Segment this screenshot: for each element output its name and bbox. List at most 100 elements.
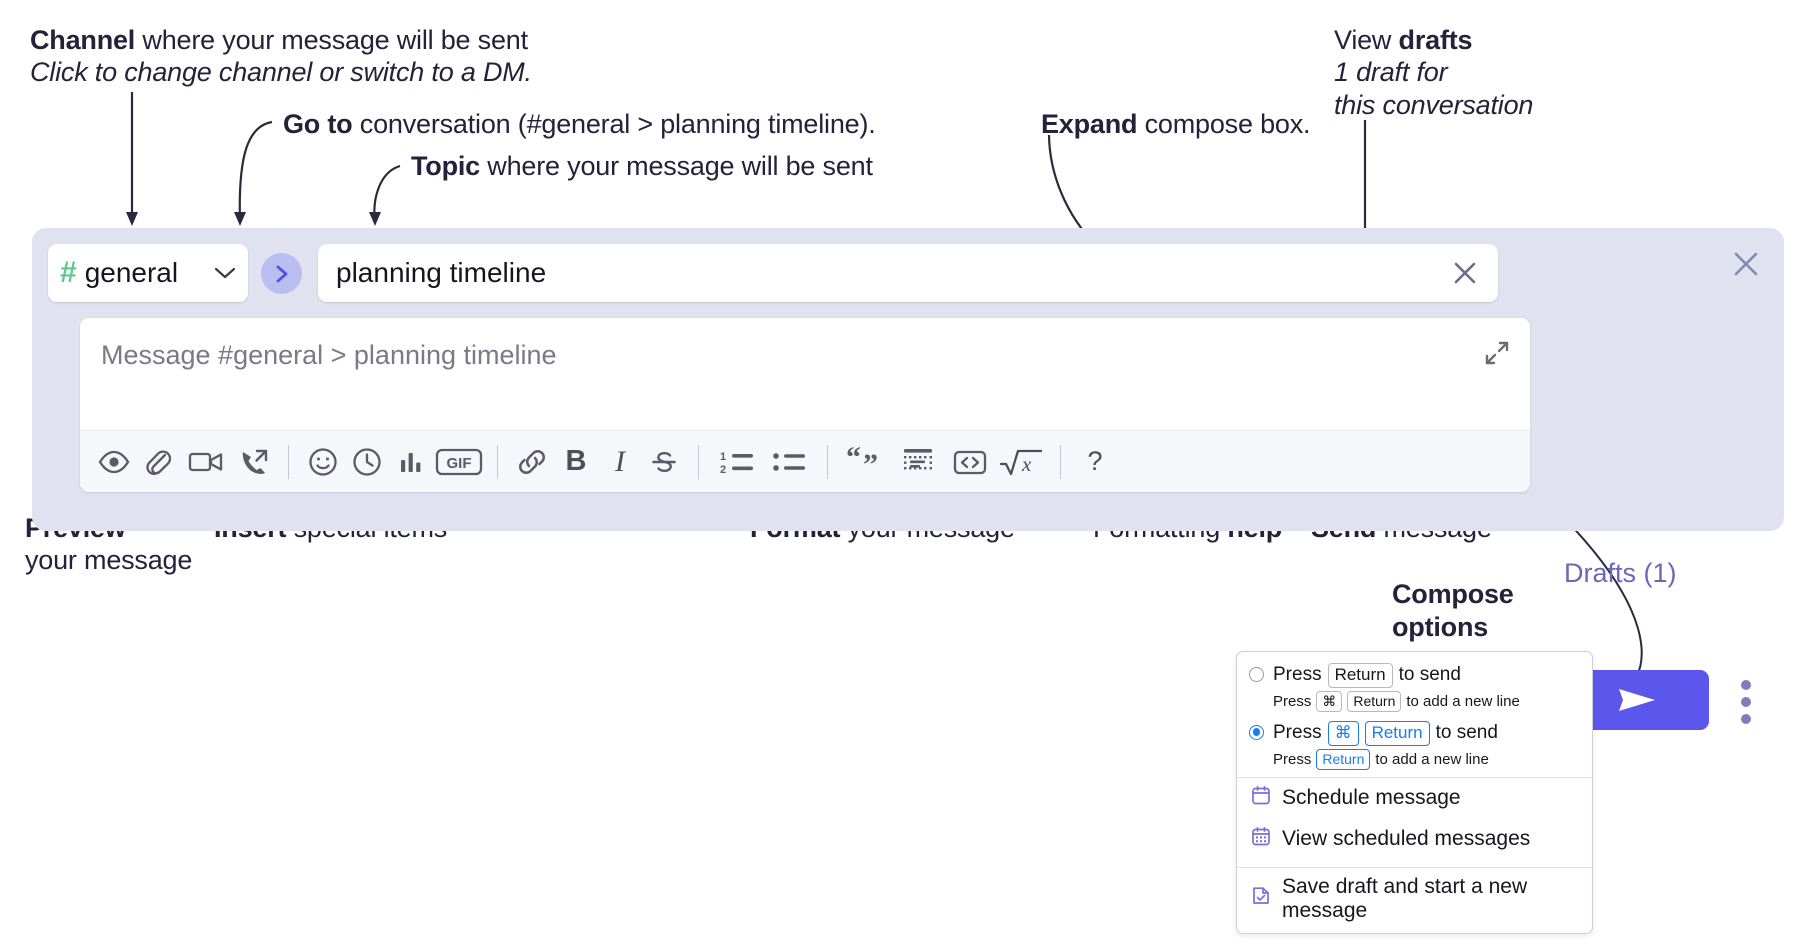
annotation-drafts: View drafts 1 draft for this conversatio… xyxy=(1334,24,1533,121)
goto-conversation-button[interactable] xyxy=(261,253,302,294)
option2-sub-pre: Press xyxy=(1273,750,1312,768)
message-placeholder: Message #general > planning timeline xyxy=(101,340,557,370)
phone-forward-icon[interactable] xyxy=(232,440,276,484)
leader-goto xyxy=(238,120,273,223)
clear-topic-icon[interactable] xyxy=(1450,258,1480,288)
compose-header-row: # general planning timeline xyxy=(48,244,1498,302)
menu-option-cmd-return-to-send[interactable]: Press ⌘ Return to send xyxy=(1237,716,1592,746)
hash-icon: # xyxy=(60,256,77,289)
menu-item-label: Schedule message xyxy=(1282,786,1461,810)
clock-icon[interactable] xyxy=(345,440,389,484)
topic-value: planning timeline xyxy=(336,257,547,288)
channel-selector-button[interactable]: # general xyxy=(48,244,248,302)
kebab-dot xyxy=(1741,680,1751,690)
calendar-icon xyxy=(1251,785,1271,812)
option2-sub-key: Return xyxy=(1316,748,1371,770)
compose-box: # general planning timeline Message #gen… xyxy=(32,228,1784,730)
radio-unselected-icon[interactable] xyxy=(1249,667,1264,682)
channel-name-label: general xyxy=(84,257,179,288)
math-icon[interactable]: x xyxy=(996,440,1048,484)
menu-option1-subline: Press ⌘ Return to add a new line xyxy=(1237,690,1592,712)
emoji-icon[interactable] xyxy=(301,440,345,484)
annotation-preview-sub: your message xyxy=(25,545,193,576)
italic-icon[interactable]: I xyxy=(615,444,625,478)
annotation-channel-rest: where your message will be sent xyxy=(135,25,528,55)
annotation-channel-sub: Click to change channel or switch to a D… xyxy=(30,57,532,88)
calendar-grid-icon xyxy=(1251,826,1271,853)
menu-item-schedule-message[interactable]: Schedule message xyxy=(1237,778,1592,819)
toolbar-divider xyxy=(827,444,828,479)
annotation-compose-bold2: options xyxy=(1392,611,1489,642)
option1-pre: Press xyxy=(1273,664,1322,686)
svg-text:GIF: GIF xyxy=(447,455,472,472)
link-icon[interactable] xyxy=(510,440,554,484)
annotation-compose-bold1: Compose xyxy=(1392,579,1514,609)
svg-text:“: “ xyxy=(846,447,861,474)
menu-option-return-to-send[interactable]: Press Return to send xyxy=(1237,658,1592,688)
annotation-drafts-sub2: this conversation xyxy=(1334,89,1534,120)
help-icon[interactable]: ? xyxy=(1087,446,1103,476)
annotation-channel-bold: Channel xyxy=(30,25,136,55)
menu-option2-subline: Press Return to add a new line xyxy=(1237,748,1592,770)
option2-pre: Press xyxy=(1273,722,1322,744)
annotation-expand-rest: compose box. xyxy=(1137,109,1311,139)
code-block-icon[interactable] xyxy=(892,440,944,484)
kebab-dot xyxy=(1741,697,1751,707)
command-key-icon: ⌘ xyxy=(1316,690,1343,712)
compose-options-menu-button[interactable] xyxy=(1732,680,1760,724)
annotation-topic-rest: where your message will be sent xyxy=(480,151,873,181)
bold-icon[interactable]: B xyxy=(565,445,587,477)
drafts-link[interactable]: Drafts (1) xyxy=(1564,558,1677,588)
option2-sub-post: to add a new line xyxy=(1375,750,1489,768)
svg-text:x: x xyxy=(1021,452,1032,476)
svg-text:”: ” xyxy=(863,448,878,477)
kebab-dot xyxy=(1741,714,1751,724)
topic-input[interactable]: planning timeline xyxy=(318,244,1498,302)
annotation-topic: Topic where your message will be sent xyxy=(411,150,873,182)
toolbar-divider xyxy=(698,444,699,479)
annotation-drafts-pre: View xyxy=(1334,25,1399,55)
toolbar-divider xyxy=(497,444,498,479)
message-editor[interactable]: Message #general > planning timeline xyxy=(80,318,1530,492)
eye-icon[interactable] xyxy=(92,440,136,484)
menu-item-save-draft[interactable]: Save draft and start a new message xyxy=(1237,868,1592,933)
annotation-drafts-sub1: 1 draft for xyxy=(1334,57,1448,88)
command-key-icon: ⌘ xyxy=(1327,720,1359,746)
blockquote-icon[interactable]: “ ” xyxy=(840,440,892,484)
strikethrough-icon[interactable] xyxy=(642,440,686,484)
close-icon[interactable] xyxy=(1730,248,1762,285)
menu-item-view-scheduled[interactable]: View scheduled messages xyxy=(1237,819,1592,860)
annotation-channel: Channel where your message will be sent … xyxy=(30,24,532,89)
option1-sub-key2: Return xyxy=(1347,690,1402,712)
menu-item-label: Save draft and start a new message xyxy=(1282,874,1528,922)
chevron-down-icon xyxy=(214,266,236,280)
toolbar-divider xyxy=(1060,444,1061,479)
option1-sub-post: to add a new line xyxy=(1406,692,1520,710)
annotation-goto: Go to conversation (#general > planning … xyxy=(283,108,876,140)
ordered-list-icon[interactable]: 1 2 xyxy=(711,440,763,484)
option1-key: Return xyxy=(1327,663,1393,688)
paperclip-icon[interactable] xyxy=(136,440,180,484)
bar-chart-icon[interactable] xyxy=(389,440,433,484)
option1-post: to send xyxy=(1398,664,1461,686)
annotation-topic-bold: Topic xyxy=(411,151,480,181)
gif-icon[interactable]: GIF xyxy=(433,440,485,484)
annotation-goto-rest: conversation (#general > planning timeli… xyxy=(352,109,876,139)
expand-compose-icon[interactable] xyxy=(1482,338,1512,373)
video-camera-icon[interactable] xyxy=(180,440,232,484)
menu-item-label: View scheduled messages xyxy=(1282,827,1531,851)
bulleted-list-icon[interactable] xyxy=(763,440,815,484)
svg-text:2: 2 xyxy=(720,464,726,476)
code-snippet-icon[interactable] xyxy=(944,440,996,484)
annotation-goto-bold: Go to xyxy=(283,109,353,139)
menu-divider xyxy=(1237,776,1592,778)
option2-post: to send xyxy=(1435,722,1498,744)
annotation-expand-bold: Expand xyxy=(1041,109,1138,139)
toolbar-divider xyxy=(288,444,289,479)
leader-topic xyxy=(373,164,401,223)
compose-options-dropdown: Press Return to send Press ⌘ Return to a… xyxy=(1236,651,1593,934)
annotation-drafts-bold: drafts xyxy=(1398,25,1473,55)
radio-selected-icon[interactable] xyxy=(1249,724,1264,740)
save-draft-icon xyxy=(1251,885,1271,912)
menu-divider xyxy=(1237,866,1592,868)
